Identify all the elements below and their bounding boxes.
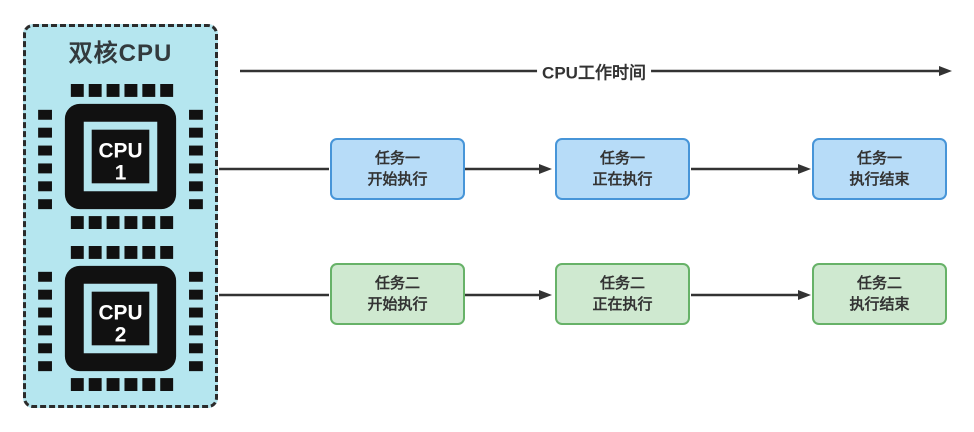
dual-core-cpu-panel: 双核CPU CPU 1 CPU 2 bbox=[23, 24, 218, 408]
cpu-1-number: 1 bbox=[115, 161, 127, 184]
task1-end-line1: 任务一 bbox=[856, 150, 902, 167]
task1-running-line2: 正在执行 bbox=[592, 171, 653, 188]
task1-start-line2: 开始执行 bbox=[367, 171, 428, 188]
task1-start-line1: 任务一 bbox=[374, 150, 420, 167]
task1-running-box: 任务一 正在执行 bbox=[555, 138, 690, 200]
task2-running-box: 任务二 正在执行 bbox=[555, 263, 690, 325]
cpu-work-time-label: CPU工作时间 bbox=[537, 57, 651, 85]
task1-running-line1: 任务一 bbox=[599, 150, 645, 167]
task2-end-line2: 执行结束 bbox=[849, 296, 910, 313]
cpu-1-label: CPU bbox=[98, 139, 142, 162]
cpu-2-label: CPU bbox=[98, 301, 142, 324]
cpu-2-number: 2 bbox=[115, 323, 127, 346]
task2-start-box: 任务二 开始执行 bbox=[330, 263, 465, 325]
task2-running-line2: 正在执行 bbox=[592, 296, 653, 313]
task2-end-box: 任务二 执行结束 bbox=[812, 263, 947, 325]
task1-start-box: 任务一 开始执行 bbox=[330, 138, 465, 200]
task2-start-line1: 任务二 bbox=[374, 275, 420, 292]
task2-start-line2: 开始执行 bbox=[367, 296, 428, 313]
cpu-chip-2-icon: CPU 2 bbox=[38, 246, 203, 391]
panel-title: 双核CPU bbox=[68, 40, 173, 67]
task1-end-box: 任务一 执行结束 bbox=[812, 138, 947, 200]
cpu-chip-1-icon: CPU 1 bbox=[38, 84, 203, 229]
task2-end-line1: 任务二 bbox=[856, 275, 902, 292]
task2-running-line1: 任务二 bbox=[599, 275, 645, 292]
task1-end-line2: 执行结束 bbox=[849, 171, 910, 188]
